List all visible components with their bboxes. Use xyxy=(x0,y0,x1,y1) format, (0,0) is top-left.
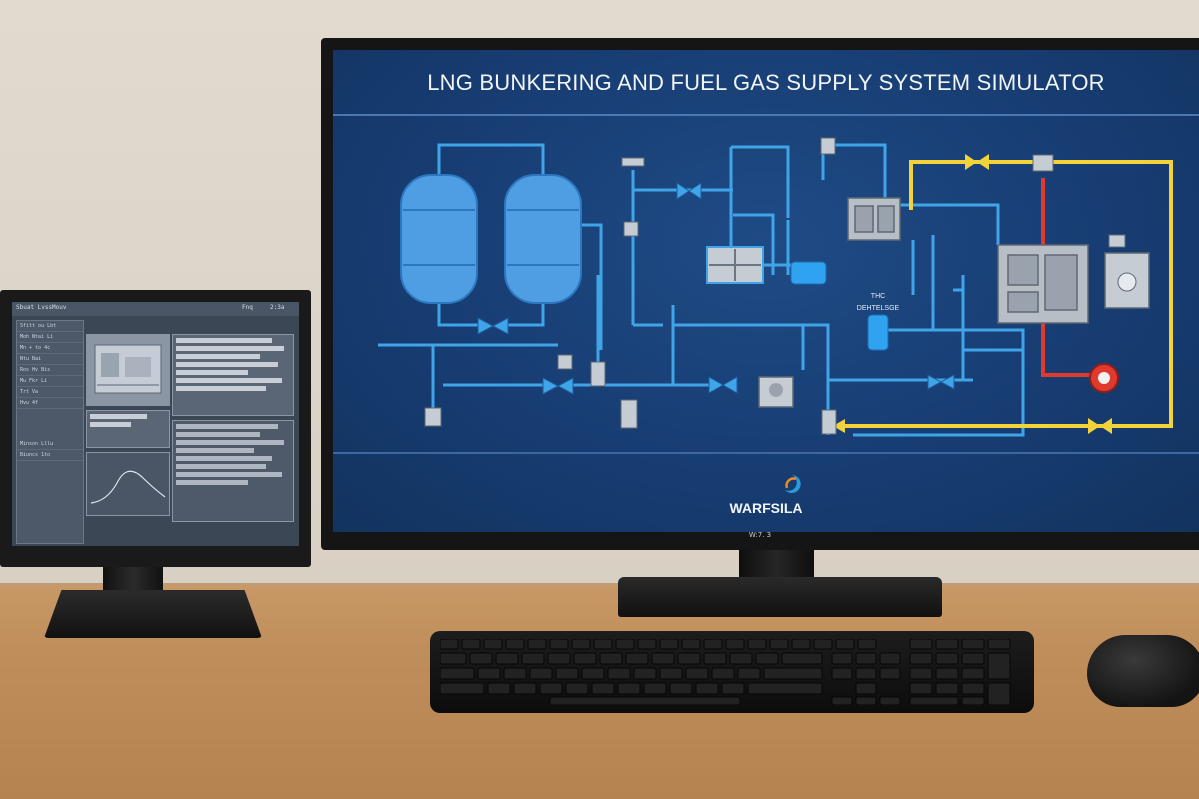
key-row[interactable] xyxy=(440,652,823,665)
side-nav-list[interactable]: Sfitt ou Lbt Moh Ntai Li Mn + to 4c Ntu … xyxy=(16,320,84,544)
side-nav-item[interactable]: Mu Fkr Li xyxy=(17,376,83,387)
vaporizer-unit[interactable] xyxy=(847,197,901,241)
compressor-unit[interactable] xyxy=(758,376,794,408)
heat-exchanger[interactable] xyxy=(706,246,764,284)
valve[interactable] xyxy=(542,377,574,395)
side-nav-item[interactable]: Mn + to 4c xyxy=(17,343,83,354)
trend-curve xyxy=(90,470,166,504)
mini-schematic xyxy=(94,344,162,394)
side-data-panel[interactable] xyxy=(172,420,294,522)
side-nav-item[interactable]: Hvu 4f xyxy=(17,398,83,409)
process-diagram[interactable]: THC DEHTELSGE xyxy=(333,50,1199,450)
lng-pipework xyxy=(378,143,1025,437)
side-nav-footer: Minson Lllu xyxy=(17,439,83,450)
valve[interactable] xyxy=(477,317,509,335)
monitor-model-label: W:7. 3 xyxy=(748,531,772,539)
numpad-keys[interactable] xyxy=(909,639,1011,705)
diagram-label: DEHTELSGE xyxy=(857,305,900,312)
valve[interactable] xyxy=(708,376,738,394)
gas-supply-line xyxy=(843,160,1173,428)
gas-valve-unit[interactable] xyxy=(997,244,1089,324)
title-divider xyxy=(333,114,1199,116)
pump-unit[interactable] xyxy=(790,261,827,285)
space-bar[interactable] xyxy=(549,696,741,705)
side-trend-panel[interactable] xyxy=(86,452,170,516)
side-nav-item[interactable]: Sfitt ou Lbt xyxy=(17,321,83,332)
red-valve[interactable] xyxy=(1089,363,1119,393)
brand-wordmark: WARFSILA xyxy=(729,500,803,516)
side-topbar-item[interactable]: Fnq xyxy=(242,304,253,311)
key-row[interactable] xyxy=(440,667,823,680)
mouse[interactable] xyxy=(1087,635,1199,707)
brand-logo-icon xyxy=(785,475,801,493)
navigation-keys[interactable] xyxy=(831,652,901,705)
sensor-fittings xyxy=(424,137,1126,435)
side-monitor-base xyxy=(44,590,262,638)
side-topbar[interactable]: Sbuat Lvss Mouv Fnq 2:3a xyxy=(12,302,299,316)
side-nav-item[interactable]: Ros Hv Bis xyxy=(17,365,83,376)
yellow-valves[interactable] xyxy=(833,154,1112,434)
side-monitor-screen[interactable]: Sbuat Lvss Mouv Fnq 2:3a Sfitt ou Lbt Mo… xyxy=(12,302,299,546)
valve[interactable] xyxy=(927,374,955,390)
side-nav-footer: Biuncs 1to xyxy=(17,450,83,461)
side-nav-item[interactable]: Moh Ntai Li xyxy=(17,332,83,343)
side-topbar-item[interactable]: Sbuat Lvss xyxy=(16,304,53,311)
main-monitor-screen[interactable]: LNG BUNKERING AND FUEL GAS SUPPLY SYSTEM… xyxy=(333,50,1199,532)
footer-divider xyxy=(333,452,1199,454)
buffer-tank[interactable] xyxy=(867,314,889,351)
side-table-panel[interactable] xyxy=(172,334,294,416)
key-row[interactable] xyxy=(440,639,877,650)
side-nav-item[interactable]: Trt Va xyxy=(17,387,83,398)
keyboard[interactable] xyxy=(430,631,1034,713)
engine-unit[interactable] xyxy=(1104,252,1150,309)
side-nav-item[interactable]: Ntu Bai xyxy=(17,354,83,365)
valve-group[interactable] xyxy=(477,182,955,395)
main-monitor-base xyxy=(618,577,942,617)
diagram-label: THC xyxy=(871,293,885,300)
lng-tank-2[interactable] xyxy=(504,174,582,304)
side-schematic-panel[interactable] xyxy=(86,334,170,406)
side-topbar-item[interactable]: Mouv xyxy=(52,304,67,311)
simulator-title: LNG BUNKERING AND FUEL GAS SUPPLY SYSTEM… xyxy=(427,70,1105,95)
hot-line xyxy=(1041,178,1093,377)
lng-tank-1[interactable] xyxy=(400,174,478,304)
keyboard-keys[interactable] xyxy=(440,639,1026,705)
valve[interactable] xyxy=(676,182,702,200)
side-topbar-item: 2:3a xyxy=(270,304,285,311)
key-row[interactable] xyxy=(440,682,823,695)
side-status-panel[interactable] xyxy=(86,410,170,448)
